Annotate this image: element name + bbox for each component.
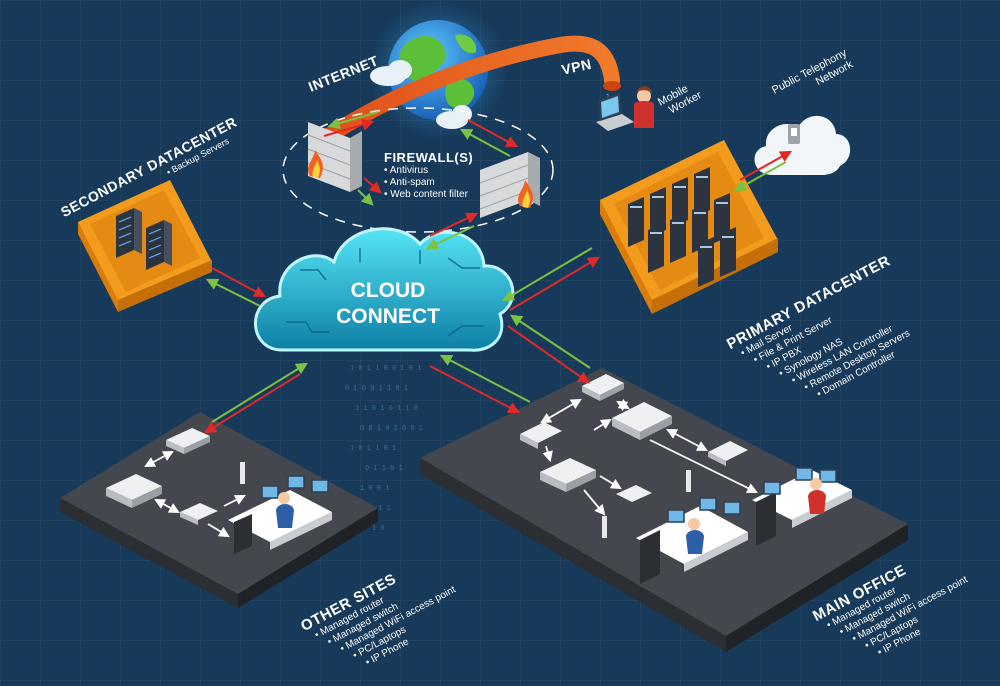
- secondary-datacenter-room: [78, 180, 212, 312]
- svg-text:1 0 1 1 0 1: 1 0 1 1 0 1: [350, 445, 396, 453]
- vpn-tunnel: 101: [322, 35, 621, 143]
- firewall-title: FIREWALL(S): [384, 150, 474, 165]
- mobile-worker-icon: [596, 86, 654, 131]
- telephony-cloud-icon: [754, 115, 851, 175]
- svg-text:1: 1: [606, 93, 610, 100]
- firewall-left-icon: [307, 122, 362, 192]
- svg-text:0 0 1 0 1 0 0 1: 0 0 1 0 1 0 0 1: [360, 425, 423, 433]
- svg-text:1 1 0 1 0 1 1 0: 1 1 0 1 0 1 1 0: [355, 405, 418, 413]
- cloud-connect-label: CLOUD CONNECT: [318, 278, 458, 330]
- svg-text:0 1 1: 0 1 1: [370, 505, 391, 513]
- firewall-label: FIREWALL(S) Antivirus Anti-spam Web cont…: [384, 150, 473, 201]
- binary-stream: 1 0 1 1 0 0 1 0 1 0 1 0 0 1 1 0 1 1 1 0 1…: [345, 365, 423, 533]
- firewall-list: Antivirus Anti-spam Web content filter: [384, 165, 473, 201]
- svg-text:1 0: 1 0: [372, 525, 385, 533]
- firewall-item: Antivirus: [384, 165, 473, 177]
- main-office-devices: [520, 374, 852, 584]
- svg-text:0 1 1 0 1: 0 1 1 0 1: [365, 465, 403, 473]
- svg-text:0 1 0 0 1 1 0 1: 0 1 0 0 1 1 0 1: [345, 385, 408, 393]
- cloud-connect-line-1: CLOUD: [350, 279, 426, 302]
- firewall-item: Web content filter: [384, 189, 473, 201]
- internal-links: [144, 398, 758, 538]
- firewall-right-icon: [479, 152, 540, 218]
- cloud-connect-line-2: CONNECT: [336, 305, 440, 328]
- other-sites-platform: [60, 412, 378, 608]
- other-sites-devices: [106, 428, 332, 554]
- firewall-boundary: [282, 107, 554, 233]
- primary-datacenter-room: [600, 140, 778, 314]
- firewall-item: Anti-spam: [384, 177, 473, 189]
- svg-text:1 0 0 1: 1 0 0 1: [360, 485, 389, 493]
- server-rack-icon: [116, 208, 172, 270]
- data-links: [203, 111, 793, 434]
- svg-text:1 0 1 1 0 0 1 0 1: 1 0 1 1 0 0 1 0 1: [350, 365, 421, 373]
- cloud-connect-icon: [254, 227, 515, 352]
- server-rack-icon: [628, 167, 736, 287]
- internet-cloud-icon: [370, 60, 472, 129]
